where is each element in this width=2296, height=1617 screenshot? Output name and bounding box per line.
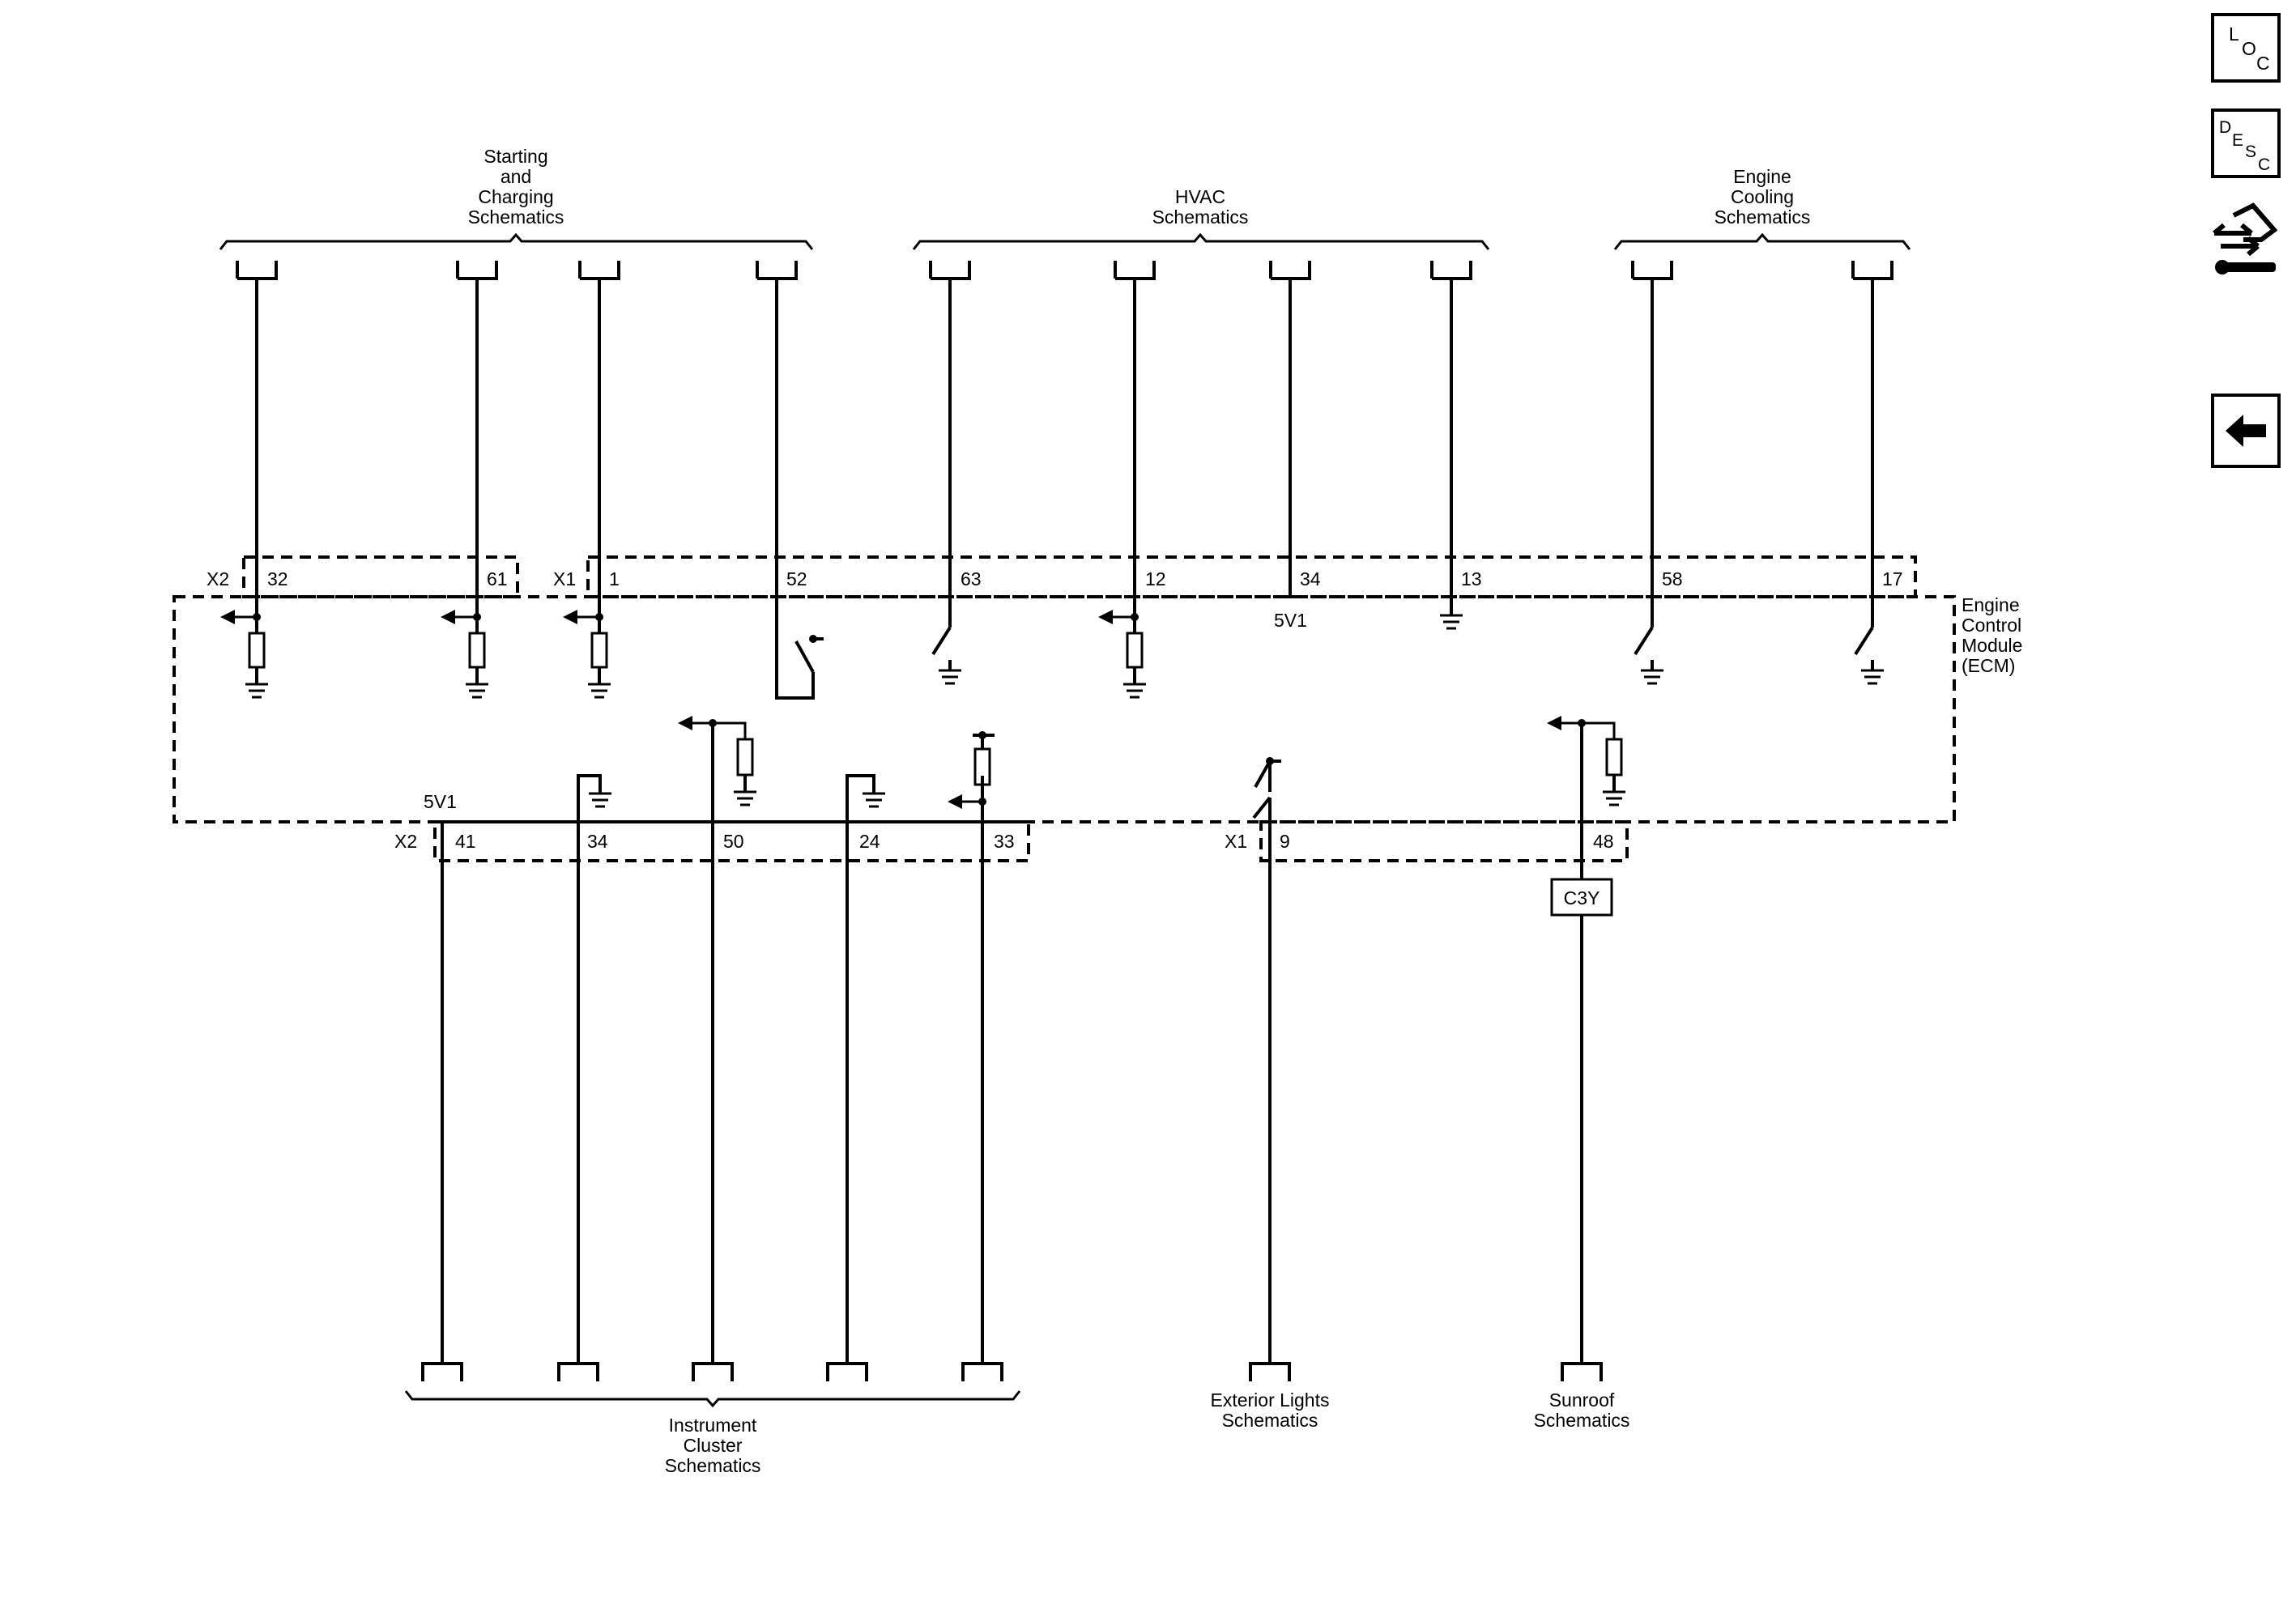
svg-text:(ECM): (ECM) <box>1962 655 2015 676</box>
bottom-connector-x1: X1 <box>1225 820 1629 862</box>
svg-text:Instrument: Instrument <box>669 1415 757 1436</box>
loc-icon: L O C <box>2229 23 2270 74</box>
group-sunroof: Sunroof Schematics <box>1534 1389 1630 1431</box>
svg-text:C: C <box>2258 155 2270 174</box>
back-button[interactable] <box>2211 394 2281 468</box>
svg-text:Control: Control <box>1962 615 2021 636</box>
svg-text:Schematics: Schematics <box>665 1455 761 1476</box>
svg-text:Charging: Charging <box>478 186 553 207</box>
svg-text:13: 13 <box>1461 568 1482 589</box>
svg-text:50: 50 <box>723 831 744 852</box>
svg-text:C3Y: C3Y <box>1564 887 1600 908</box>
svg-text:5V1: 5V1 <box>424 791 457 812</box>
svg-text:5V1: 5V1 <box>1274 610 1307 631</box>
top-pin-labels: 32 61 1 52 63 12 34 13 58 17 5V1 <box>267 568 1903 631</box>
svg-text:Schematics: Schematics <box>1715 206 1811 228</box>
svg-text:58: 58 <box>1662 568 1683 589</box>
connector-wrench-icon <box>2213 202 2278 274</box>
svg-text:Starting: Starting <box>483 146 547 167</box>
group-engine-cooling: Engine Cooling Schematics <box>1613 166 1911 250</box>
svg-text:and: and <box>501 166 531 187</box>
location-button[interactable]: L O C <box>2211 13 2281 83</box>
svg-text:X1: X1 <box>553 568 576 589</box>
svg-text:Module: Module <box>1962 635 2022 656</box>
svg-text:32: 32 <box>267 568 288 589</box>
group-instrument-cluster: Instrument Cluster Schematics <box>404 1390 1021 1476</box>
top-connector-x2: X2 <box>207 555 519 598</box>
bottom-circuits <box>441 716 1625 1364</box>
svg-text:S: S <box>2245 143 2256 161</box>
svg-text:61: 61 <box>487 568 508 589</box>
inline-connector-c3y: C3Y <box>1550 878 1613 917</box>
desc-icon: D E S C <box>2219 118 2270 174</box>
svg-text:34: 34 <box>1300 568 1321 589</box>
svg-text:E: E <box>2232 131 2243 150</box>
svg-text:52: 52 <box>786 568 807 589</box>
svg-text:X2: X2 <box>394 831 417 852</box>
svg-text:X1: X1 <box>1225 831 1247 852</box>
svg-text:Engine: Engine <box>1962 594 2020 615</box>
svg-text:Exterior Lights: Exterior Lights <box>1210 1389 1329 1411</box>
bottom-connector-x2: X2 <box>394 820 1030 862</box>
ecm-module: Engine Control Module (ECM) <box>173 594 2022 823</box>
description-button[interactable]: D E S C <box>2211 109 2281 178</box>
bottom-connector-symbols <box>421 1362 1603 1381</box>
svg-text:34: 34 <box>587 831 608 852</box>
arrow-left-icon <box>2226 415 2266 447</box>
top-connector-x1: X1 <box>553 555 1917 598</box>
svg-text:9: 9 <box>1280 831 1290 852</box>
svg-text:12: 12 <box>1145 568 1166 589</box>
svg-text:Schematics: Schematics <box>1534 1410 1630 1431</box>
svg-text:Schematics: Schematics <box>1222 1410 1318 1431</box>
svg-text:17: 17 <box>1882 568 1903 589</box>
svg-text:Schematics: Schematics <box>468 206 564 228</box>
svg-text:X2: X2 <box>207 568 229 589</box>
svg-text:24: 24 <box>859 831 880 852</box>
svg-text:D: D <box>2219 118 2231 137</box>
svg-text:Sunroof: Sunroof <box>1549 1389 1615 1411</box>
top-connector-symbols <box>236 261 1893 280</box>
svg-text:48: 48 <box>1593 831 1614 852</box>
connector-service-button[interactable] <box>2211 199 2284 280</box>
svg-text:63: 63 <box>961 568 982 589</box>
svg-text:1: 1 <box>609 568 620 589</box>
svg-text:L: L <box>2229 23 2239 45</box>
group-starting-charging: Starting and Charging Schematics <box>219 146 814 250</box>
svg-text:41: 41 <box>455 831 476 852</box>
svg-text:C: C <box>2256 53 2270 74</box>
svg-text:Schematics: Schematics <box>1152 206 1249 228</box>
group-exterior-lights: Exterior Lights Schematics <box>1210 1389 1329 1431</box>
bottom-pin-labels: 5V1 41 34 50 24 33 9 48 <box>424 791 1614 852</box>
group-hvac: HVAC Schematics <box>912 186 1490 250</box>
svg-text:Cluster: Cluster <box>684 1435 743 1456</box>
svg-text:HVAC: HVAC <box>1175 186 1225 207</box>
top-circuits <box>220 279 1884 700</box>
svg-text:Cooling: Cooling <box>1731 186 1794 207</box>
svg-text:Engine: Engine <box>1733 166 1791 187</box>
svg-text:33: 33 <box>994 831 1015 852</box>
svg-text:O: O <box>2242 38 2256 59</box>
